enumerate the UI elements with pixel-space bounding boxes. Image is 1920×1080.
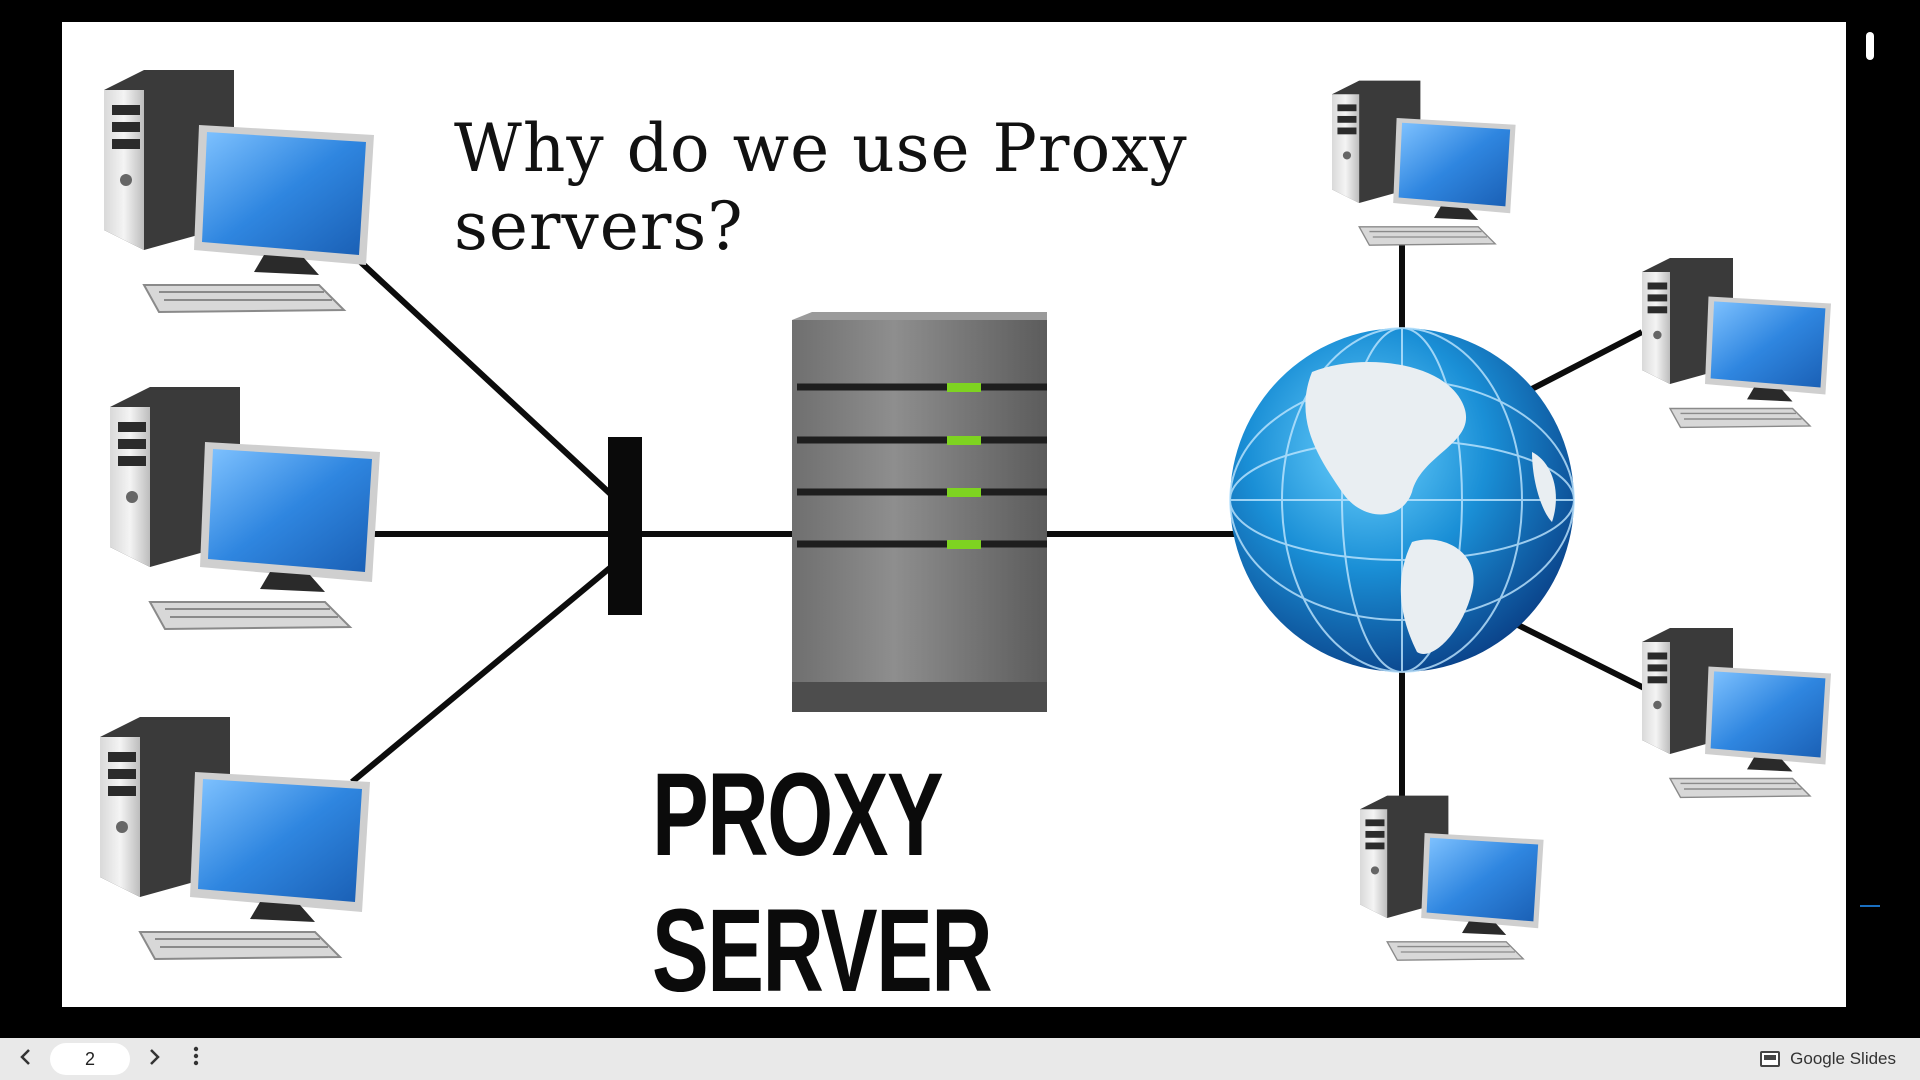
slide-title: Why do we use Proxy servers? <box>454 110 1188 265</box>
network-switch-bar <box>608 437 642 615</box>
chevron-left-icon <box>19 1046 33 1072</box>
slide: Why do we use Proxy servers? PROXY SERVE… <box>62 22 1846 1007</box>
slides-icon <box>1760 1051 1781 1067</box>
globe-icon <box>1229 327 1575 673</box>
presentation-stage: Why do we use Proxy servers? PROXY SERVE… <box>62 22 1880 1007</box>
brand-label: Google Slides <box>1790 1049 1896 1068</box>
proxy-server-label: PROXY SERVER <box>652 749 993 1007</box>
network-diagram <box>99 69 1832 961</box>
remote-computer-2 <box>1641 257 1832 429</box>
previous-slide-button[interactable] <box>8 1041 44 1077</box>
remote-computer-4 <box>1359 794 1545 961</box>
client-computer-2 <box>109 386 381 630</box>
more-vert-icon <box>193 1045 199 1073</box>
client-computer-1 <box>103 69 375 313</box>
client-computer-3 <box>99 716 371 960</box>
presentation-toolbar: 2 Google Slides <box>0 1038 1920 1080</box>
remote-computer-3 <box>1641 627 1832 799</box>
next-slide-button[interactable] <box>136 1041 172 1077</box>
remote-computer-1 <box>1331 79 1517 246</box>
page-number-input[interactable]: 2 <box>50 1043 130 1075</box>
edge-mark <box>1866 32 1874 60</box>
chevron-right-icon <box>147 1046 161 1072</box>
google-slides-link[interactable]: Google Slides <box>1760 1038 1896 1080</box>
more-options-button[interactable] <box>178 1041 214 1077</box>
proxy-server-icon <box>792 312 1047 712</box>
edge-mark-blue <box>1860 905 1880 907</box>
